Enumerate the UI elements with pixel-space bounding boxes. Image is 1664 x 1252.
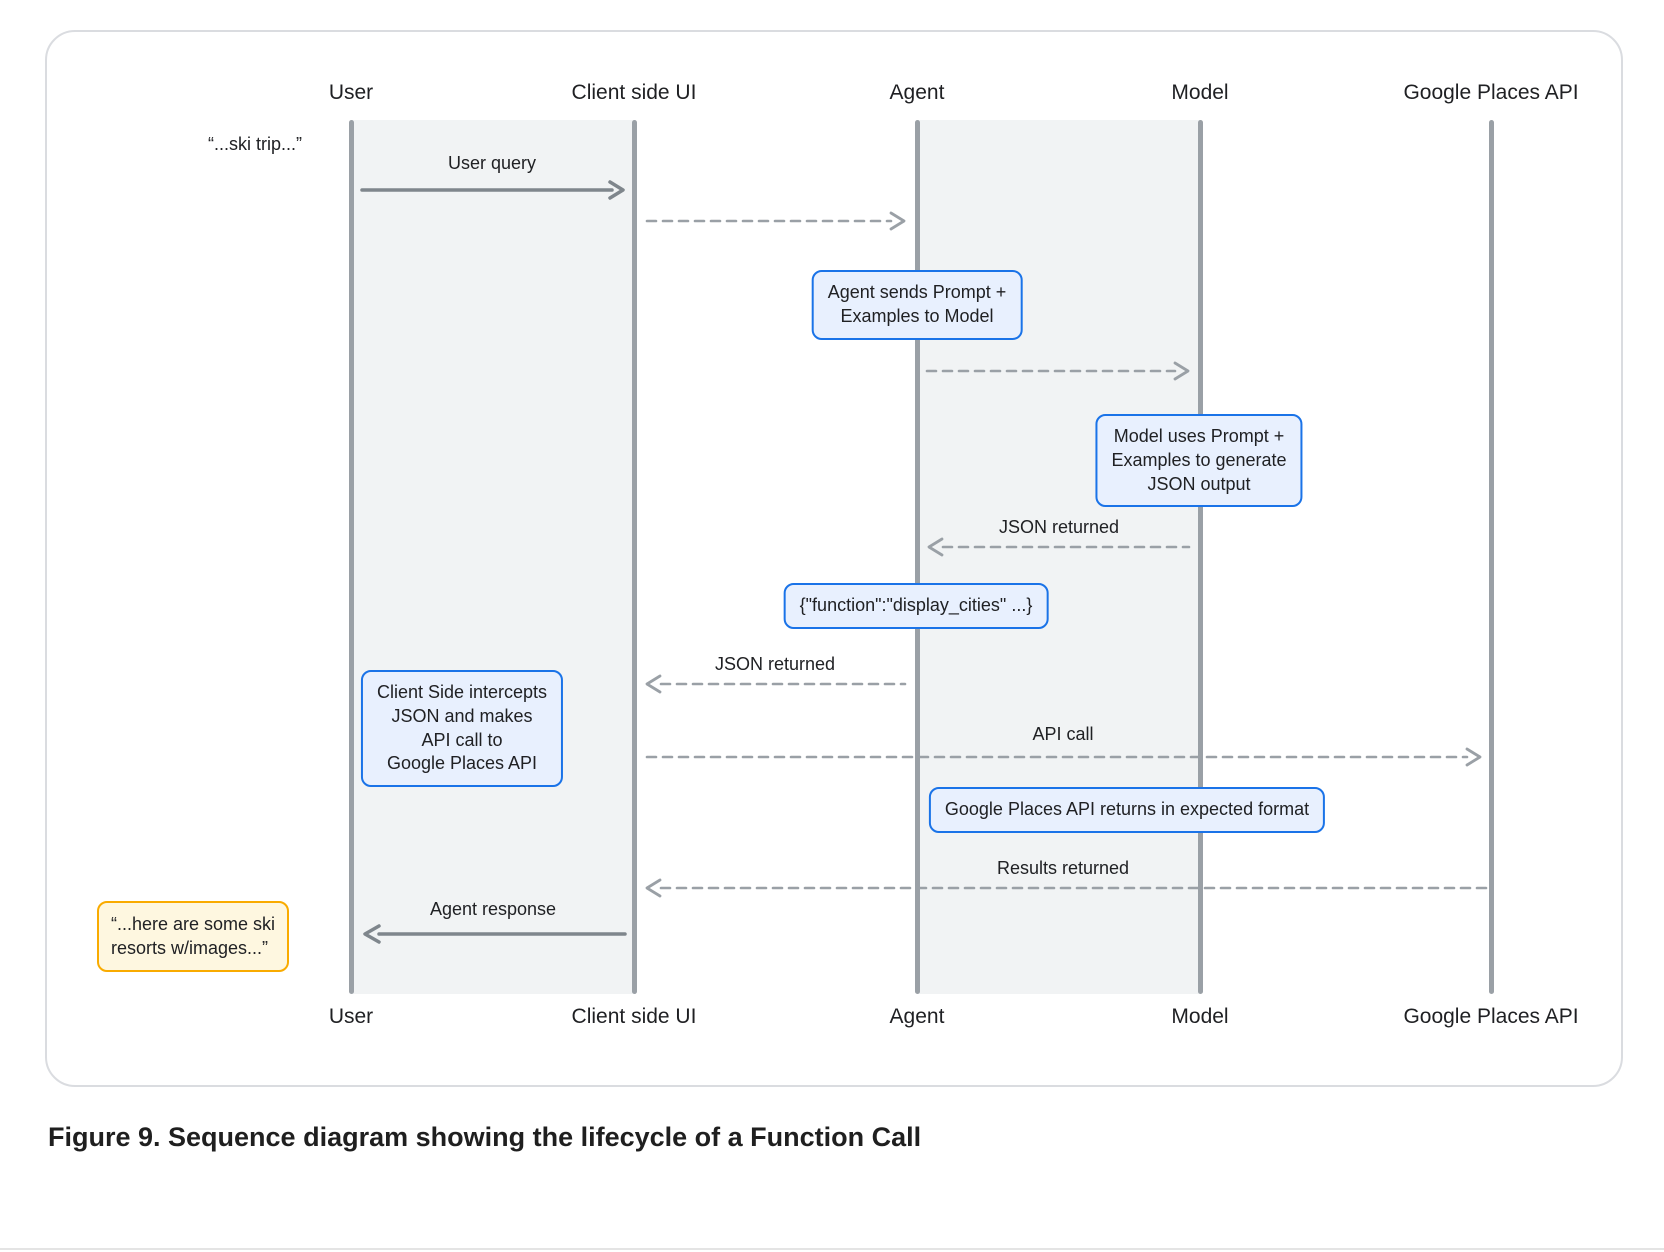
lifeline-agent (915, 120, 920, 994)
label-json-returned-agent: JSON returned (714, 654, 836, 674)
actor-label-client-ui-bottom: Client side UI (571, 1005, 697, 1028)
note-places-returns: Google Places API returns in expected fo… (928, 787, 1326, 833)
arrowhead-icon (927, 537, 944, 557)
arrow-api-call (645, 747, 1482, 767)
note-client-intercepts: Client Side intercepts JSON and makes AP… (360, 670, 564, 787)
actor-label-places-api-top: Google Places API (1403, 81, 1579, 104)
arrowhead-icon (1465, 747, 1482, 767)
figure-caption: Figure 9. Sequence diagram showing the l… (48, 1122, 922, 1152)
lifeline-client-ui (632, 120, 637, 994)
arrowhead-icon (1173, 361, 1190, 381)
arrow-client-to-agent (645, 211, 906, 231)
lifeline-model (1198, 120, 1203, 994)
lane-band-user-client (351, 120, 634, 994)
arrow-agent-response (363, 924, 627, 944)
bottom-divider (0, 1248, 1664, 1250)
diagram-card: User Client side UI Agent Model Google P… (45, 30, 1623, 1087)
label-results-returned: Results returned (996, 858, 1130, 878)
label-api-call: API call (1032, 724, 1094, 744)
actor-label-agent-top: Agent (889, 81, 945, 104)
note-agent-sends-prompt: Agent sends Prompt + Examples to Model (811, 270, 1023, 340)
arrow-json-model-to-agent (927, 537, 1191, 557)
label-json-returned-model: JSON returned (998, 517, 1120, 537)
actor-label-client-ui-top: Client side UI (571, 81, 697, 104)
arrowhead-icon (645, 878, 662, 898)
arrowhead-icon (645, 674, 662, 694)
actor-label-model-bottom: Model (1171, 1005, 1229, 1028)
label-user-query: User query (447, 153, 537, 173)
arrow-results-returned (645, 878, 1489, 898)
actor-label-user-bottom: User (328, 1005, 374, 1028)
actor-label-places-api-bottom: Google Places API (1403, 1005, 1579, 1028)
lifeline-user (349, 120, 354, 994)
actor-label-agent-bottom: Agent (889, 1005, 945, 1028)
lifeline-places-api (1489, 120, 1494, 994)
lane-band-agent-model (917, 120, 1200, 994)
actor-label-user-top: User (328, 81, 374, 104)
quote-agent-reply: “...here are some ski resorts w/images..… (97, 901, 290, 972)
arrowhead-icon (608, 180, 625, 200)
arrowhead-icon (889, 211, 906, 231)
arrow-json-agent-to-client (645, 674, 907, 694)
actor-label-model-top: Model (1171, 81, 1229, 104)
arrowhead-icon (363, 924, 381, 944)
note-model-generates-json: Model uses Prompt + Examples to generate… (1095, 414, 1303, 508)
arrow-agent-to-model (925, 361, 1190, 381)
label-agent-response: Agent response (429, 899, 557, 919)
arrow-user-query (360, 180, 625, 200)
quote-ski-trip: “...ski trip...” (208, 134, 302, 154)
note-function-json: {"function":"display_cities" ...} (783, 583, 1049, 629)
